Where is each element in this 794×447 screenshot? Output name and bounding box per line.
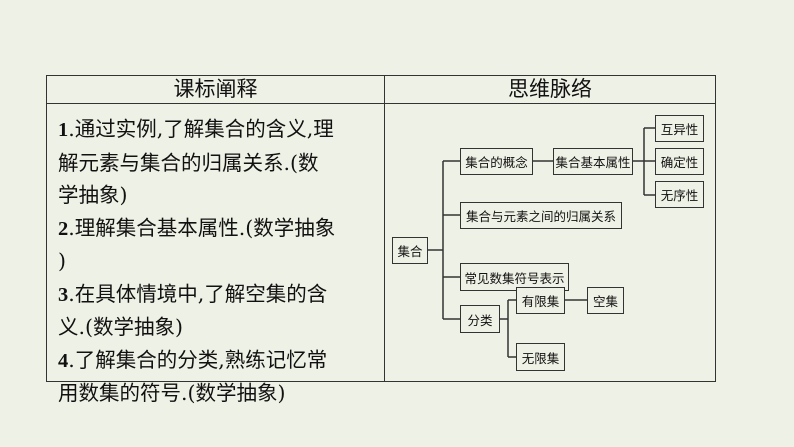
node-prop-distinct: 互异性	[655, 115, 704, 142]
node-concept: 集合的概念	[460, 148, 533, 175]
node-empty: 空集	[587, 287, 624, 314]
list-item-line: )	[58, 249, 66, 273]
list-item: 4.了解集合的分类,熟练记忆常	[58, 347, 328, 372]
node-prop-unordered: 无序性	[655, 181, 704, 208]
right-header: 思维脉络	[385, 76, 715, 104]
left-header: 课标阐释	[47, 76, 384, 104]
node-finite: 有限集	[516, 287, 565, 314]
list-item-line: 学抽象)	[58, 183, 128, 207]
node-relation: 集合与元素之间的归属关系	[460, 202, 622, 229]
list-item: 2.理解集合基本属性.(数学抽象	[58, 215, 336, 240]
node-root: 集合	[392, 237, 428, 264]
column-divider	[384, 76, 385, 381]
node-symbols: 常见数集符号表示	[460, 263, 569, 291]
list-item-line: 解元素与集合的归属关系.(数	[58, 150, 319, 175]
node-prop-definite: 确定性	[655, 148, 704, 175]
node-classify: 分类	[460, 305, 500, 333]
list-item: 1.通过实例,了解集合的含义,理	[58, 117, 334, 141]
node-infinite: 无限集	[516, 343, 565, 371]
list-item-line: 用数集的符号.(数学抽象)	[58, 381, 286, 405]
node-basic-props: 集合基本属性	[553, 148, 633, 175]
list-item: 3.在具体情境中,了解空集的含	[58, 281, 328, 306]
standards-table: 课标阐释 思维脉络	[46, 75, 716, 382]
standards-list: 1.通过实例,了解集合的含义,理 解元素与集合的归属关系.(数 学抽象) 2.理…	[58, 113, 378, 410]
list-item-line: 义.(数学抽象)	[58, 315, 184, 339]
